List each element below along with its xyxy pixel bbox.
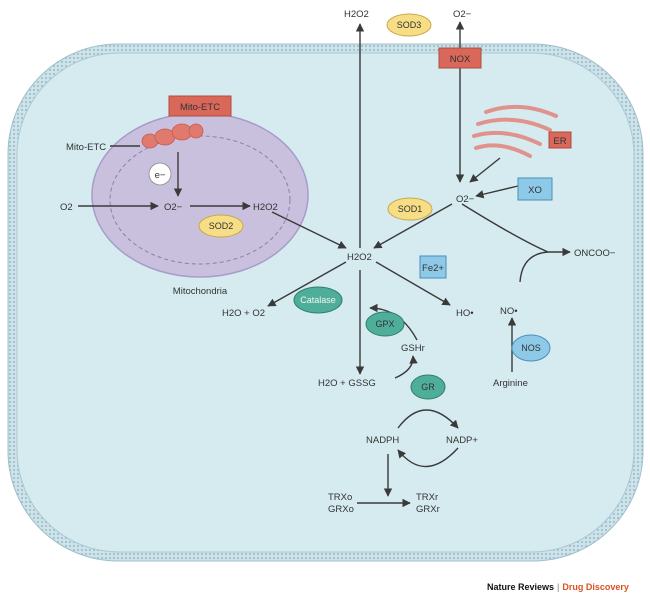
- label-o2-minus-cyto: O2−: [456, 194, 475, 205]
- label-electron: e−: [155, 170, 166, 181]
- arrow-xo-o2: [475, 185, 519, 199]
- label-h2o2-center: H2O2: [347, 252, 372, 263]
- label-mito-etc: Mito-ETC: [66, 142, 106, 153]
- mitochondrion: [91, 112, 309, 278]
- sod3-oval: [386, 13, 432, 37]
- label-catalase: Catalase: [300, 295, 336, 305]
- arrow-sod1: [373, 203, 453, 249]
- label-o2-minus-mito: O2−: [164, 202, 183, 213]
- label-h2o2-out: H2O2: [344, 9, 369, 20]
- label-nox: NOX: [450, 54, 471, 65]
- er-box: [548, 131, 572, 149]
- label-h2o-gssg: H2O + GSSG: [318, 378, 376, 389]
- arrow-mito-h2o2-center: [271, 211, 347, 249]
- label-nadph: NADPH: [366, 435, 399, 446]
- er-organelle: [472, 104, 558, 158]
- label-xo: XO: [528, 185, 542, 196]
- credit-separator: |: [557, 582, 560, 592]
- arrow-gssg-gshr: [394, 355, 418, 379]
- label-grxo: GRXo: [328, 504, 354, 515]
- pathway-arrows: [78, 21, 571, 508]
- nos-oval: [511, 334, 551, 362]
- electron-circle: [148, 162, 172, 186]
- label-h2o-o2: H2O + O2: [222, 308, 265, 319]
- nox-box: [438, 47, 482, 69]
- credit-journal: Nature Reviews: [487, 582, 555, 592]
- label-sod2: SOD2: [209, 221, 234, 231]
- catalase-oval: [293, 286, 343, 314]
- label-gshr: GSHr: [401, 343, 425, 354]
- gpx-oval: [365, 311, 405, 337]
- label-gpx: GPX: [375, 319, 394, 329]
- arrow-er-o2: [469, 157, 501, 183]
- label-no-radical: NO•: [500, 306, 518, 317]
- label-fe2: Fe2+: [422, 263, 444, 274]
- label-mito-etc-box: Mito-ETC: [180, 102, 220, 113]
- label-oncoo: ONCOO−: [574, 248, 616, 259]
- label-arginine: Arginine: [493, 378, 528, 389]
- gr-oval: [410, 374, 446, 400]
- label-grxr: GRXr: [416, 504, 440, 515]
- etc-complex-icon: [141, 123, 204, 149]
- arrow-no-to-oncoo: [519, 247, 571, 283]
- label-trxr: TRXr: [416, 492, 438, 503]
- sod2-oval: [198, 214, 244, 238]
- label-mitochondria: Mitochondria: [173, 286, 228, 297]
- label-gr: GR: [421, 382, 435, 392]
- text-labels: H2O2 O2− SOD3 NOX Mito-ETC Mito-ETC e− O…: [60, 9, 616, 515]
- boxes: [148, 13, 572, 400]
- label-er: ER: [553, 136, 566, 147]
- mito-etc-box: [168, 95, 232, 117]
- label-nadp-plus: NADP+: [446, 435, 478, 446]
- arrow-nadp-nadph: [397, 447, 459, 468]
- journal-credit: Nature Reviews|Drug Discovery: [487, 582, 629, 592]
- path-o2-to-oncoo: [461, 203, 549, 253]
- arrow-fenton: [375, 261, 451, 306]
- label-h2o2-mito: H2O2: [253, 202, 278, 213]
- label-sod3: SOD3: [397, 20, 422, 30]
- label-nos: NOS: [521, 343, 541, 353]
- xo-box: [517, 177, 553, 201]
- label-o2-mito: O2: [60, 202, 73, 213]
- label-ho-radical: HO•: [456, 308, 474, 319]
- arrow-catalase: [267, 261, 347, 307]
- label-trxo: TRXo: [328, 492, 352, 503]
- sod1-oval: [387, 197, 433, 221]
- credit-section: Drug Discovery: [562, 582, 629, 592]
- fe-box: [419, 255, 447, 279]
- label-o2-minus-out: O2−: [453, 9, 472, 20]
- label-sod1: SOD1: [398, 204, 423, 214]
- arrow-nadph-nadp: [397, 409, 459, 429]
